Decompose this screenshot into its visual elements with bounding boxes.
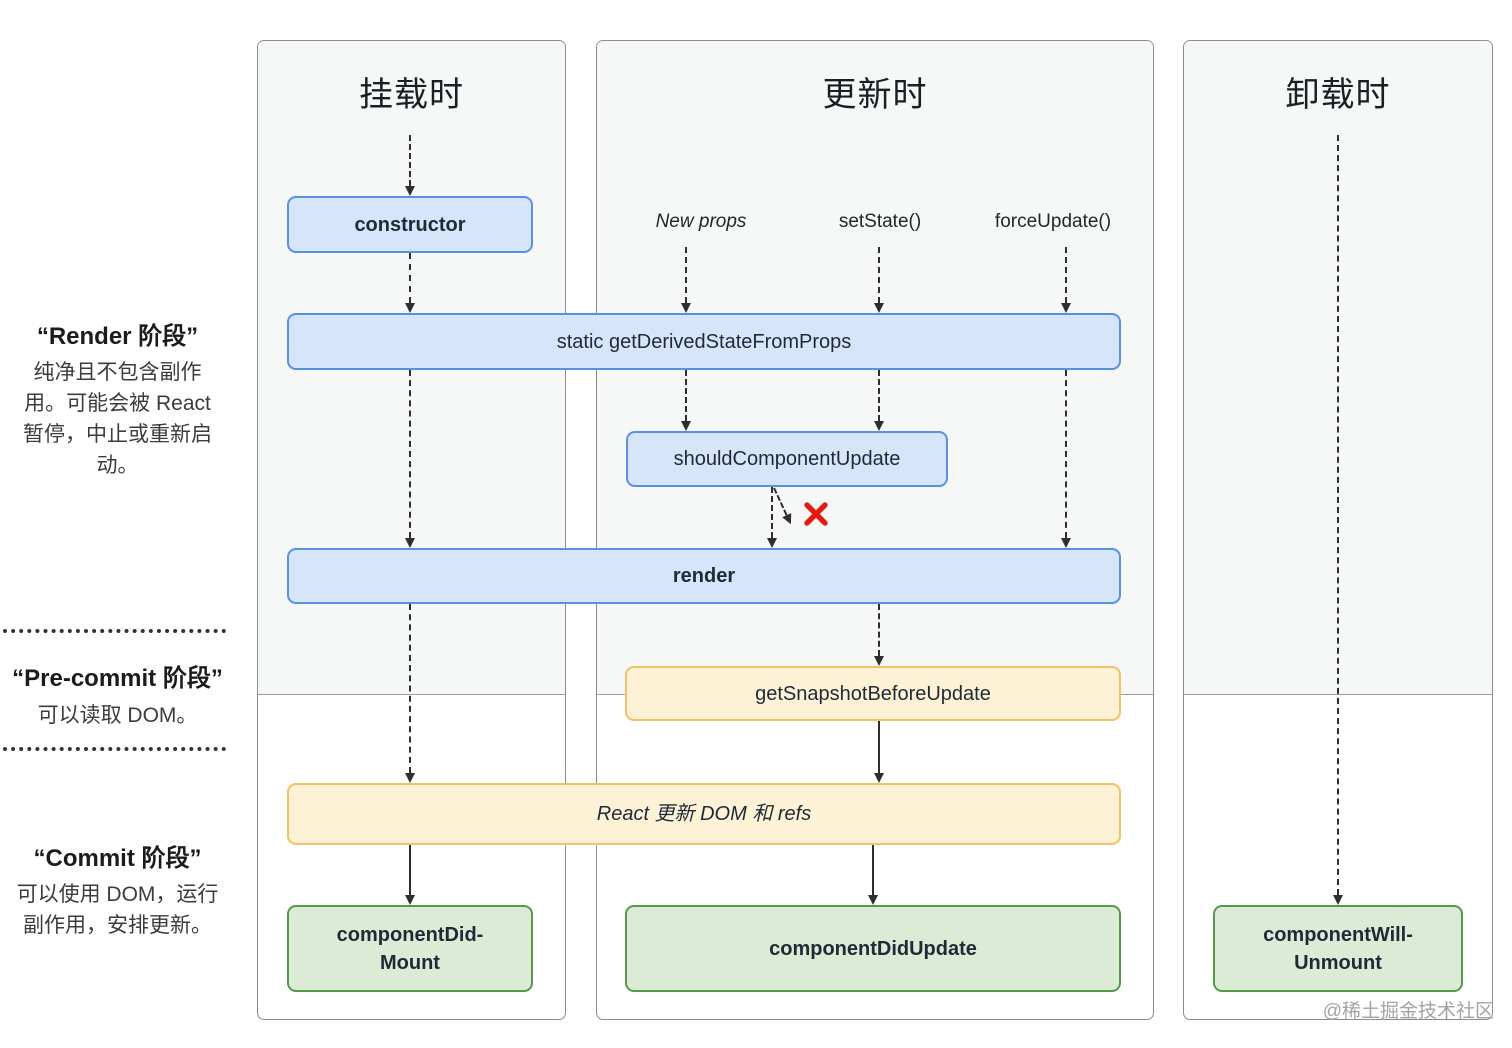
column-title-unmounting: 卸载时 bbox=[1285, 76, 1391, 114]
watermark: @稀土掘金技术社区 bbox=[1322, 1001, 1494, 1022]
arrow-render-to-reactupdates-mount bbox=[405, 604, 415, 783]
arrow-newprops-to-getderived bbox=[681, 247, 691, 313]
arrow-constructor-to-getderived bbox=[405, 253, 415, 313]
arrow-forceupdate-bypass-to-render bbox=[1061, 370, 1071, 548]
arrow-setstate-to-getderived bbox=[874, 247, 884, 313]
node-render: render bbox=[287, 548, 1121, 604]
trigger-new-props: New props bbox=[655, 211, 747, 232]
arrow-getderived-to-render-mount bbox=[405, 370, 415, 548]
node-react-updates-dom: React 更新 DOM 和 refs bbox=[287, 783, 1121, 845]
trigger-force-update: forceUpdate() bbox=[994, 211, 1112, 232]
phase-render-desc: 纯净且不包含副作 用。可能会被 React 暂停，中止或重新启 动。 bbox=[23, 361, 212, 477]
reject-x-icon bbox=[804, 502, 828, 526]
phase-precommit-title: “Pre-commit 阶段” bbox=[12, 665, 223, 692]
node-component-did-mount: componentDid- Mount bbox=[287, 905, 533, 992]
arrow-getderived-to-shouldupdate-left bbox=[681, 370, 691, 431]
trigger-set-state: setState() bbox=[838, 211, 922, 232]
phase-commit-title: “Commit 阶段” bbox=[33, 845, 202, 872]
arrow-mounting-to-constructor bbox=[405, 135, 415, 196]
phase-separator bbox=[3, 747, 226, 751]
arrow-unmounting-to-willunmount bbox=[1333, 135, 1343, 905]
arrow-shouldupdate-to-render bbox=[767, 487, 777, 548]
arrow-forceupdate-to-getderived bbox=[1061, 247, 1071, 313]
column-title-mounting: 挂载时 bbox=[359, 76, 464, 114]
arrow-render-to-getsnapshot bbox=[874, 604, 884, 666]
column-title-updating: 更新时 bbox=[822, 76, 928, 114]
arrow-reactupdates-to-didupdate bbox=[868, 845, 878, 905]
phase-render-title: “Render 阶段” bbox=[36, 323, 199, 350]
node-component-will-unmount: componentWill- Unmount bbox=[1213, 905, 1463, 992]
phase-separator bbox=[3, 629, 226, 633]
node-constructor: constructor bbox=[287, 196, 533, 253]
phase-precommit-desc: 可以读取 DOM。 bbox=[37, 704, 198, 727]
node-get-snapshot-before-update: getSnapshotBeforeUpdate bbox=[625, 666, 1121, 721]
arrow-reactupdates-to-didmount bbox=[405, 845, 415, 905]
arrow-getderived-to-shouldupdate-right bbox=[874, 370, 884, 431]
arrow-getsnapshot-to-reactupdates bbox=[874, 721, 884, 783]
node-get-derived-state-from-props: static getDerivedStateFromProps bbox=[287, 313, 1121, 370]
phase-commit-desc: 可以使用 DOM，运行 副作用，安排更新。 bbox=[16, 883, 219, 937]
node-should-component-update: shouldComponentUpdate bbox=[626, 431, 948, 487]
node-component-did-update: componentDidUpdate bbox=[625, 905, 1121, 992]
column-updating: 更新时 bbox=[596, 40, 1154, 1020]
